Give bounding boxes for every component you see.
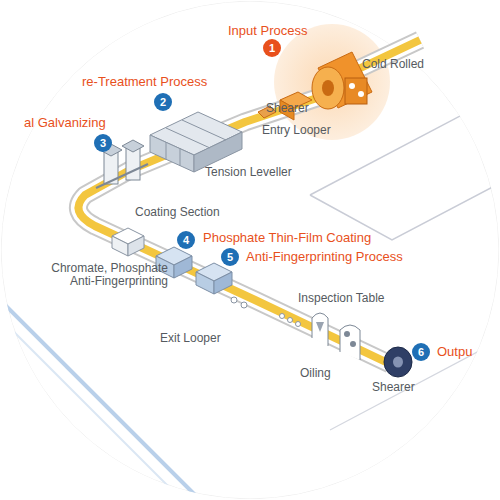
part-label: Coating Section — [135, 206, 220, 219]
inspection-oiling-shearer — [280, 313, 361, 360]
output-coil — [384, 347, 412, 377]
callout-circle: 4 — [177, 231, 195, 249]
callout-circle: 1 — [263, 39, 281, 57]
callout-circle: 6 — [412, 343, 430, 361]
exit-looper — [231, 297, 247, 308]
process-label: Phosphate Thin-Film Coating — [203, 231, 371, 245]
part-label: Shearer — [266, 102, 309, 115]
callout-number: 1 — [269, 42, 275, 54]
part-label: Exit Looper — [160, 332, 221, 345]
callout-circle: 5 — [221, 248, 239, 266]
callout-number: 6 — [418, 346, 424, 358]
part-label: Entry Looper — [262, 124, 331, 137]
part-label: Oiling — [300, 367, 331, 380]
process-label: Input Process — [228, 24, 308, 38]
part-label: Inspection Table — [298, 292, 385, 305]
process-label: Outpu — [437, 345, 472, 359]
tension-leveller — [150, 112, 242, 172]
process-label: re-Treatment Process — [82, 75, 207, 89]
highlight-glow — [274, 24, 390, 140]
part-label: Cold Rolled — [362, 58, 424, 71]
callout-number: 2 — [160, 96, 166, 108]
process-label: Anti-Fingerprinting Process — [246, 250, 403, 264]
part-label: Shearer — [372, 381, 415, 394]
process-label: al Galvanizing — [24, 116, 106, 130]
shearer-entry-looper — [258, 92, 312, 120]
callout-number: 3 — [100, 137, 106, 149]
callout-circle: 2 — [154, 93, 172, 111]
callout-number: 5 — [227, 251, 233, 263]
part-label: Chromate, Phosphate Anti-Fingerprinting — [36, 262, 168, 288]
part-label: Tension Leveller — [205, 166, 292, 179]
callout-circle: 3 — [94, 134, 112, 152]
strip — [78, 40, 420, 364]
callout-number: 4 — [183, 234, 189, 246]
